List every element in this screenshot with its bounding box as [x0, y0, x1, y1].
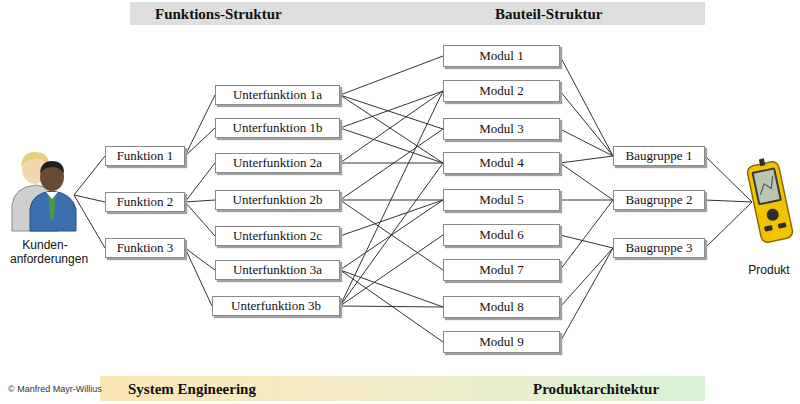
- process-box: Unterfunktion 1a: [215, 85, 340, 105]
- band-heading: Bauteil-Struktur: [495, 5, 603, 22]
- process-box: Modul 7: [443, 259, 560, 281]
- box-label: Modul 8: [479, 299, 523, 315]
- process-box: Baugruppe 2: [613, 190, 705, 210]
- box-label: Funktion 2: [117, 194, 174, 210]
- process-box: Unterfunktion 2c: [215, 226, 340, 246]
- connector-line: [560, 200, 613, 270]
- process-box: Funktion 2: [105, 192, 185, 212]
- box-label: Modul 2: [479, 83, 523, 99]
- box-label: Modul 7: [479, 262, 523, 278]
- gps-device-icon: [744, 157, 796, 247]
- box-label: Unterfunktion 2b: [233, 192, 323, 208]
- box-label: Unterfunktion 2a: [233, 155, 322, 171]
- connector-line: [74, 195, 105, 248]
- process-box: Modul 5: [443, 189, 560, 211]
- people-icon: [8, 147, 80, 232]
- process-box: Unterfunktion 2b: [215, 190, 340, 210]
- process-box: Modul 1: [443, 45, 560, 67]
- connector-line: [560, 163, 613, 200]
- connector-line: [560, 248, 613, 307]
- process-box: Baugruppe 1: [613, 146, 705, 166]
- process-box: Modul 4: [443, 152, 560, 174]
- box-label: Funktion 1: [117, 148, 174, 164]
- connector-line: [74, 156, 105, 195]
- connector-line: [340, 129, 443, 200]
- process-box: Modul 9: [443, 331, 560, 353]
- connector-line: [560, 91, 613, 156]
- box-label: Modul 4: [479, 155, 523, 171]
- connector-line: [185, 163, 215, 202]
- connector-line: [705, 202, 752, 248]
- band-heading: Funktions-Struktur: [155, 5, 282, 22]
- box-label: Baugruppe 1: [626, 148, 693, 164]
- connector-line: [340, 128, 443, 163]
- process-box: Unterfunktion 1b: [215, 118, 340, 138]
- box-label: Unterfunktion 2c: [233, 228, 322, 244]
- connector-line: [340, 306, 443, 307]
- connector-line: [340, 56, 443, 95]
- box-label: Unterfunktion 1a: [233, 87, 322, 103]
- connector-line: [560, 200, 613, 201]
- band-heading: Produktarchitektur: [533, 380, 659, 397]
- connector-line: [185, 95, 215, 156]
- box-label: Baugruppe 3: [626, 240, 693, 256]
- customer-figure: Kunden- anforderungen: [4, 145, 100, 270]
- connector-line: [185, 248, 215, 270]
- box-label: Unterfunktion 1b: [233, 120, 323, 136]
- product-figure: Produkt: [740, 155, 798, 280]
- connector-line: [185, 128, 215, 156]
- connector-line: [340, 91, 443, 163]
- figure-caption: Kunden- anforderungen: [10, 238, 80, 266]
- band-heading: System Engineering: [128, 380, 256, 397]
- process-box: Unterfunktion 3a: [215, 260, 340, 280]
- box-label: Baugruppe 2: [626, 192, 693, 208]
- connector-line: [74, 195, 105, 202]
- box-label: Modul 9: [479, 334, 523, 350]
- connector-line: [340, 163, 443, 164]
- process-box: Funktion 1: [105, 146, 185, 166]
- connector-line: [560, 56, 613, 156]
- box-label: Unterfunktion 3b: [231, 298, 321, 314]
- connector-line: [560, 248, 613, 342]
- connector-line: [340, 270, 443, 342]
- connector-line: [560, 129, 613, 156]
- connector-line: [340, 163, 443, 306]
- box-label: Modul 5: [479, 192, 523, 208]
- process-box: Funktion 3: [105, 238, 185, 258]
- connector-line: [185, 248, 212, 306]
- copyright-note: © Manfred Mayr-Willius: [8, 384, 102, 394]
- process-box: Unterfunktion 3b: [212, 296, 340, 316]
- connector-line: [340, 91, 443, 306]
- connector-line: [340, 200, 443, 236]
- box-label: Modul 1: [479, 48, 523, 64]
- connector-line: [705, 200, 752, 202]
- process-box: Modul 3: [443, 118, 560, 140]
- connector-line: [705, 156, 752, 202]
- process-box: Unterfunktion 2a: [215, 153, 340, 173]
- connector-line: [560, 156, 613, 163]
- connector-line: [185, 200, 215, 202]
- box-label: Modul 3: [479, 121, 523, 137]
- box-label: Unterfunktion 3a: [233, 262, 322, 278]
- connector-line: [560, 235, 613, 248]
- connector-line: [340, 270, 443, 307]
- connector-line: [340, 235, 443, 306]
- box-label: Funktion 3: [117, 240, 174, 256]
- connector-line: [185, 202, 215, 236]
- header-band: Funktions-Struktur Bauteil-Struktur: [130, 2, 705, 25]
- process-box: Modul 2: [443, 80, 560, 102]
- process-box: Modul 6: [443, 224, 560, 246]
- header-band: System Engineering Produktarchitektur: [100, 376, 705, 401]
- figure-caption: Produkt: [740, 263, 798, 277]
- box-label: Modul 6: [479, 227, 523, 243]
- process-box: Baugruppe 3: [613, 238, 705, 258]
- process-box: Modul 8: [443, 296, 560, 318]
